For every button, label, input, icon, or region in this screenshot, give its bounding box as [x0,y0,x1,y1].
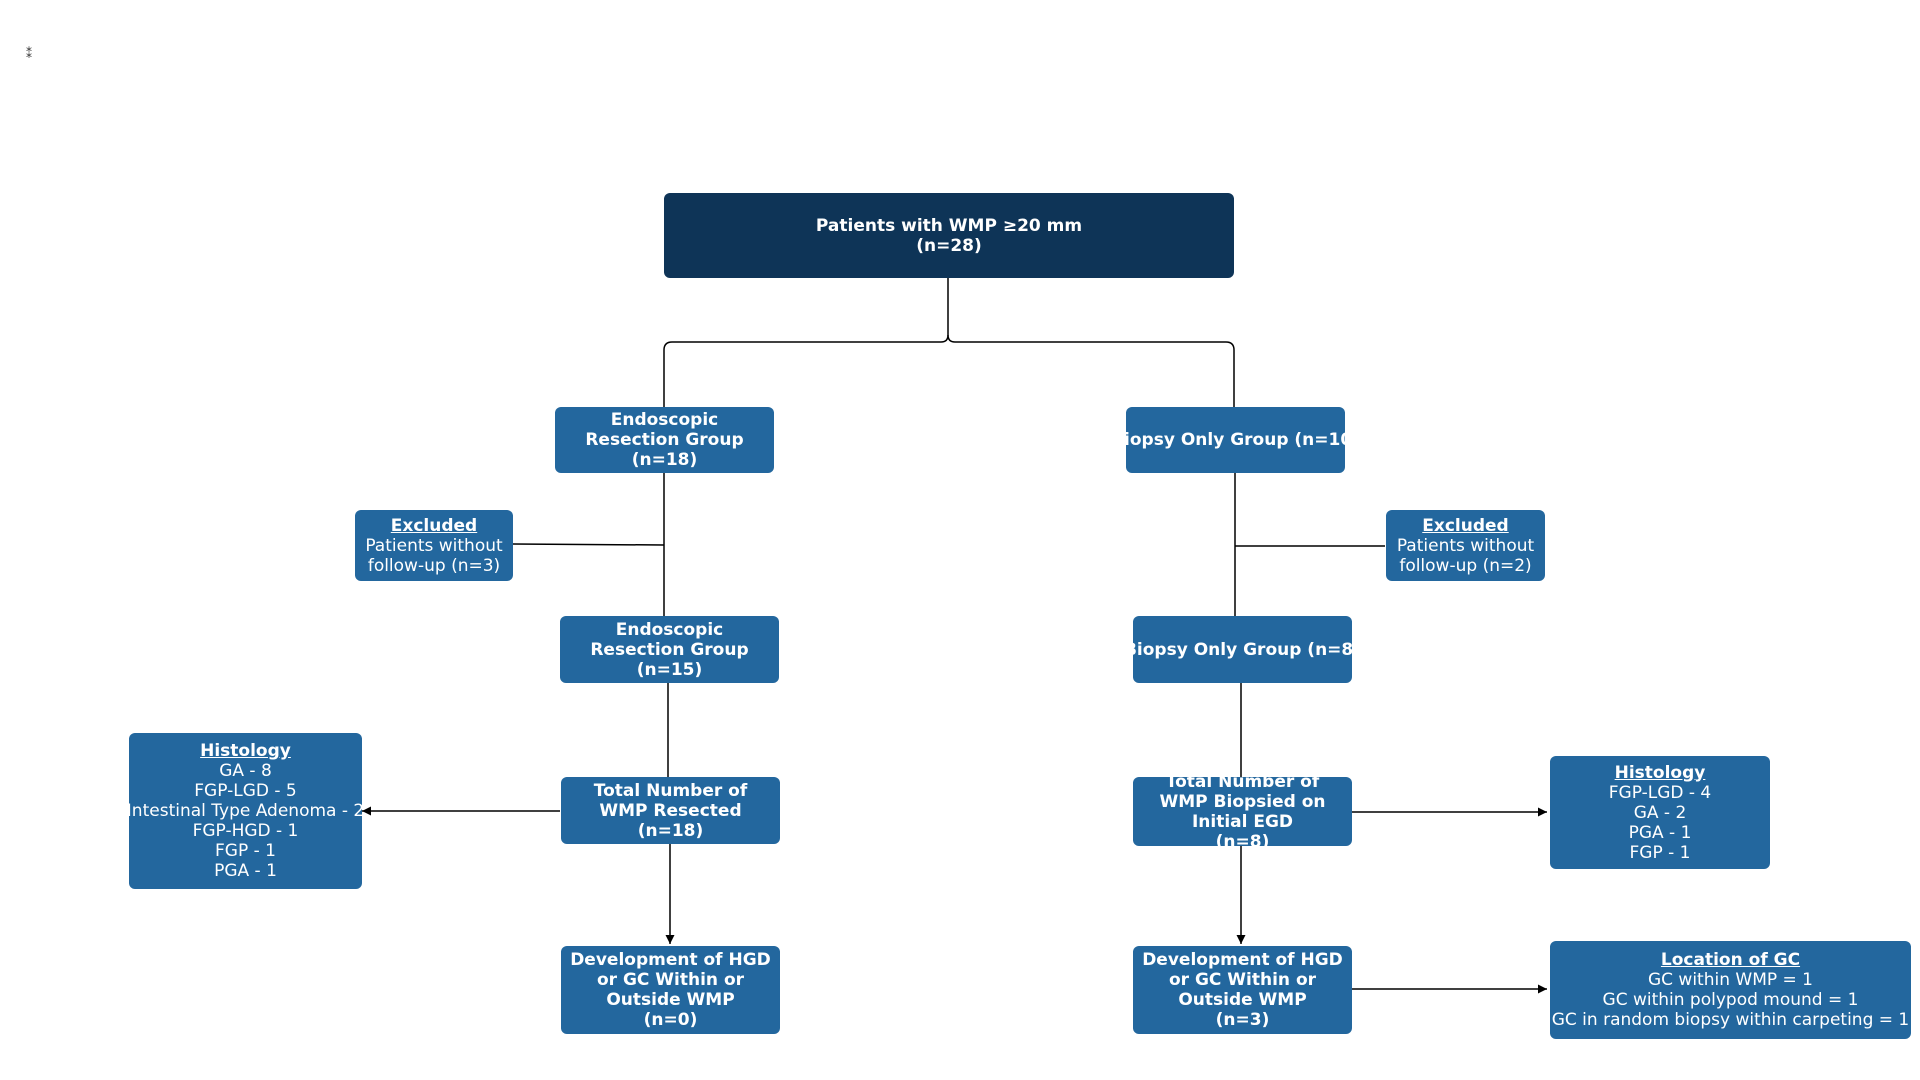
right-excluded-box: Excluded Patients without follow-up (n=2… [1386,510,1545,581]
right-group1-box: Biopsy Only Group (n=10) [1111,407,1360,473]
right-total-count: (n=8) [1215,831,1270,852]
left-histology-item: GA - 8 [219,761,272,781]
right-location-item: GC within WMP = 1 [1647,970,1813,990]
left-group2-label: Endoscopic Resection Group (n=15) [590,619,749,680]
right-group2-label: Biopsy Only Group (n=8) [1123,639,1362,660]
left-histology-item: FGP-HGD - 1 [192,821,299,841]
right-total-label: Total Number of WMP Biopsied on Initial … [1159,771,1326,832]
left-excluded-text: Patients without follow-up (n=3) [365,535,503,576]
right-histology-item: FGP-LGD - 4 [1608,782,1712,803]
left-development-count: (n=0) [643,1010,698,1030]
left-excluded-title: Excluded [390,515,478,536]
right-excluded-title: Excluded [1422,515,1509,536]
left-histology-item: FGP-LGD - 5 [194,781,297,801]
right-group1-label: Biopsy Only Group (n=10) [1111,430,1360,450]
left-histology-item: PGA - 1 [214,861,277,881]
left-group2-box: Endoscopic Resection Group (n=15) [560,616,779,683]
total-patients-count: (n=28) [916,235,982,256]
left-group1-box: Endoscopic Resection Group (n=18) [555,407,774,473]
left-development-box: Development of HGD or GC Within or Outsi… [561,946,780,1034]
right-location-box: Location of GC GC within WMP = 1 GC with… [1550,941,1911,1039]
left-histology-title: Histology [200,741,291,761]
right-total-box: Total Number of WMP Biopsied on Initial … [1133,772,1352,852]
right-histology-title: Histology [1614,762,1706,783]
left-total-box: Total Number of WMP Resected (n=18) [561,777,780,844]
left-total-label: Total Number of WMP Resected (n=18) [593,780,748,841]
total-patients-box: Patients with WMP ≥20 mm (n=28) [664,193,1234,278]
right-histology-item: PGA - 1 [1628,822,1692,843]
right-location-item: GC in random biopsy within carpeting = 1 [1551,1010,1910,1030]
right-group2-box: Biopsy Only Group (n=8) [1124,616,1361,683]
right-development-label: Development of HGD or GC Within or Outsi… [1142,950,1343,1010]
right-histology-item: FGP - 1 [1629,842,1691,863]
connector-top-split [663,278,949,407]
right-location-item: GC within polypod mound = 1 [1602,990,1859,1010]
right-location-title: Location of GC [1660,950,1801,970]
left-histology-item: Intestinal Type Adenoma - 2 [126,801,365,821]
total-patients-label: Patients with WMP ≥20 mm [815,215,1083,236]
left-development-label: Development of HGD or GC Within or Outsi… [570,950,771,1010]
left-histology-item: FGP - 1 [215,841,276,861]
right-histology-item: GA - 2 [1633,802,1687,823]
connector-left-excluded [512,543,665,546]
left-histology-box: Histology GA - 8 FGP-LGD - 5 Intestinal … [126,733,365,889]
cursor-icon: ⁑ [26,47,32,61]
left-excluded-box: Excluded Patients without follow-up (n=3… [355,510,513,581]
left-group1-label: Endoscopic Resection Group (n=18) [585,410,744,470]
connector-top-split-right [947,334,1235,407]
right-excluded-text: Patients without follow-up (n=2) [1396,535,1535,576]
right-histology-box: Histology FGP-LGD - 4 GA - 2 PGA - 1 FGP… [1550,756,1770,869]
right-development-count: (n=3) [1215,1010,1270,1030]
right-development-box: Development of HGD or GC Within or Outsi… [1133,946,1352,1034]
